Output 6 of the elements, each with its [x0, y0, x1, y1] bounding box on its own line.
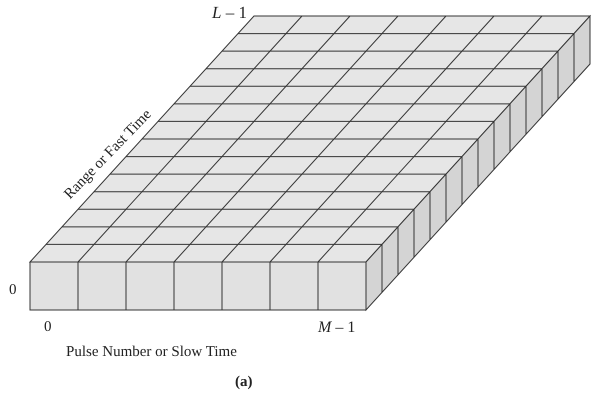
axis-label: M – 1 — [318, 320, 356, 336]
figure-label: (a) — [235, 375, 252, 390]
axis-label: 0 — [44, 320, 52, 335]
axis-title: Pulse Number or Slow Time — [66, 345, 237, 360]
axis-label: 0 — [9, 283, 16, 298]
axis-label: L – 1 — [212, 4, 247, 21]
